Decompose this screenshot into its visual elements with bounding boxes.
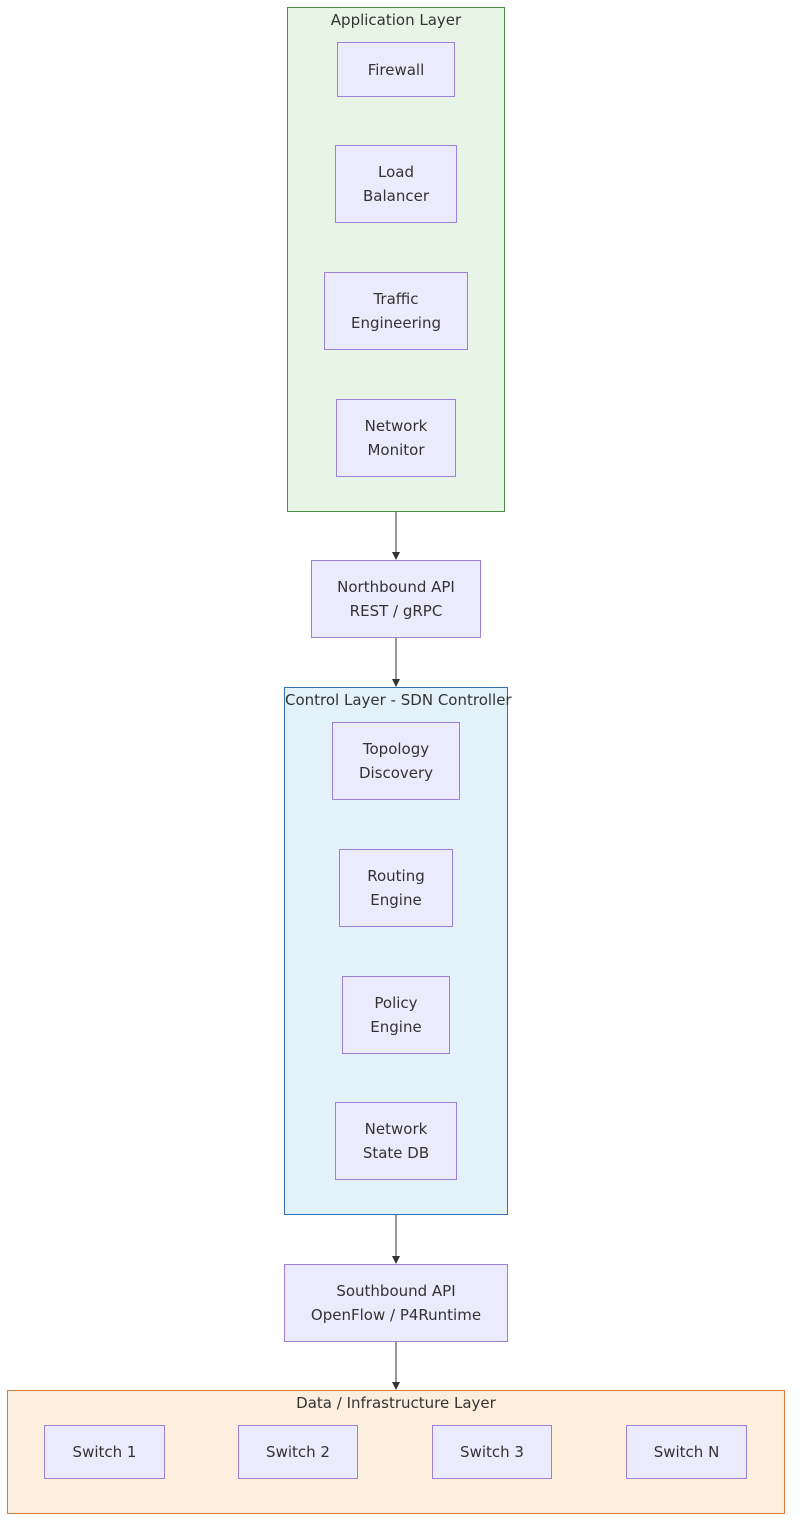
traffic-engineering-node[interactable]: Traffic Engineering [324,272,468,350]
switch-n-node[interactable]: Switch N [626,1425,747,1479]
firewall-node[interactable]: Firewall [337,42,455,97]
policy-engine-node[interactable]: Policy Engine [342,976,450,1054]
southbound-api-label: Southbound API OpenFlow / P4Runtime [310,1282,482,1324]
network-state-db-label: Network State DB [362,1120,430,1162]
network-monitor-label: Network Monitor [364,417,428,459]
switch-n-label: Switch N [653,1443,720,1461]
data-infrastructure-layer-title: Data / Infrastructure Layer [296,1394,496,1412]
traffic-engineering-label: Traffic Engineering [351,290,441,332]
network-state-db-node[interactable]: Network State DB [335,1102,457,1180]
switch-2-node[interactable]: Switch 2 [238,1425,358,1479]
policy-engine-label: Policy Engine [370,994,422,1036]
topology-discovery-label: Topology Discovery [358,740,434,782]
routing-engine-label: Routing Engine [367,867,425,909]
northbound-api-node[interactable]: Northbound API REST / gRPC [311,560,481,638]
switch-1-node[interactable]: Switch 1 [44,1425,165,1479]
network-monitor-node[interactable]: Network Monitor [336,399,456,477]
northbound-api-label: Northbound API REST / gRPC [337,578,455,620]
load-balancer-node[interactable]: Load Balancer [335,145,457,223]
southbound-api-node[interactable]: Southbound API OpenFlow / P4Runtime [284,1264,508,1342]
switch-3-label: Switch 3 [460,1443,524,1461]
application-layer-title: Application Layer [330,11,462,29]
control-layer-title: Control Layer - SDN Controller [285,691,512,709]
switch-2-label: Switch 2 [266,1443,330,1461]
routing-engine-node[interactable]: Routing Engine [339,849,453,927]
topology-discovery-node[interactable]: Topology Discovery [332,722,460,800]
switch-3-node[interactable]: Switch 3 [432,1425,552,1479]
switch-1-label: Switch 1 [72,1443,137,1461]
load-balancer-label: Load Balancer [363,163,429,205]
firewall-label: Firewall [367,60,425,79]
